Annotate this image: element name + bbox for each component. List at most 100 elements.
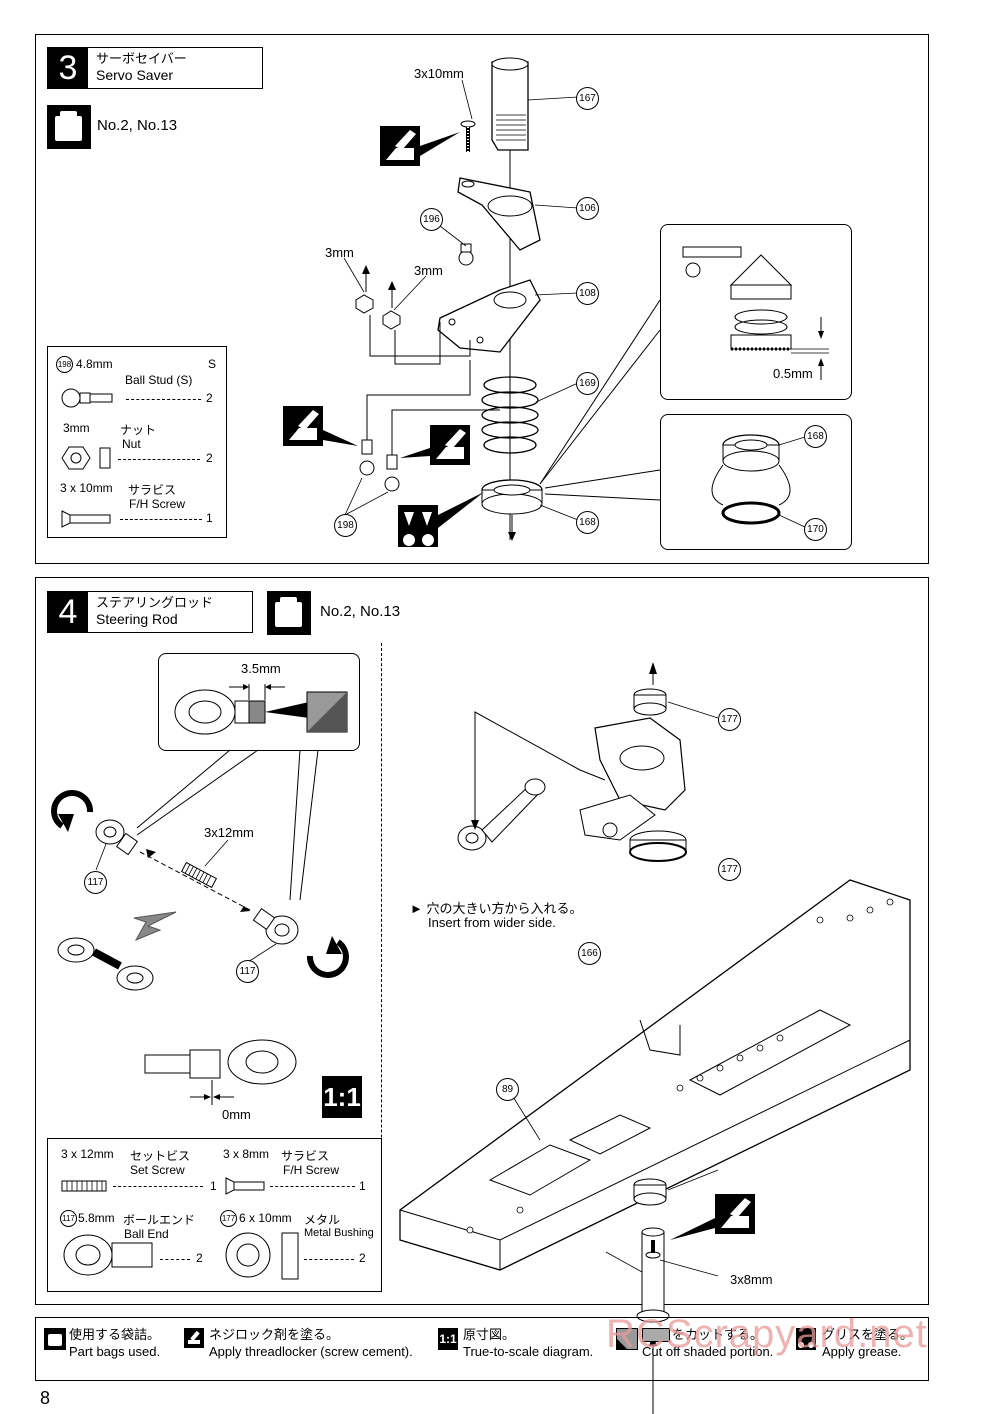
part-name-fh8-jp: サラビス <box>281 1149 330 1163</box>
part-name-setscrew-jp: セットビス <box>130 1149 191 1163</box>
legend-item-threadlocker: ネジロック剤を塗る。 Apply threadlocker (screw cem… <box>209 1327 413 1359</box>
part-name-ballstud: Ball Stud (S) <box>125 373 193 387</box>
detail-box-nut: 168 170 <box>660 414 852 550</box>
step4-number: 4 <box>48 592 88 632</box>
cut-shaded-swatch <box>642 1328 670 1342</box>
ballend-drawing <box>63 1234 153 1276</box>
part-name-ballend: Ball End <box>124 1227 169 1241</box>
label-nut-3mm-b: 3mm <box>414 263 443 278</box>
callout-89: 89 <box>496 1078 519 1101</box>
step4-divider <box>381 643 382 1288</box>
part-name-fh8: F/H Screw <box>283 1163 340 1177</box>
label-screw-3x10: 3x10mm <box>414 66 464 81</box>
part-name-nut-jp: ナット <box>120 423 157 437</box>
step4-parts-list: 3 x 12mm セットビス Set Screw 1 3 x 8mm サラビス … <box>47 1138 382 1292</box>
part-name-setscrew: Set Screw <box>130 1163 185 1177</box>
part-qty-fh: 1 <box>206 511 213 525</box>
part-qty-ballend: 2 <box>196 1251 203 1265</box>
detail-assembly-drawing <box>682 246 829 380</box>
callout-167: 167 <box>576 87 599 110</box>
detail-box-cut: 3.5mm <box>158 653 360 751</box>
label-gap-0.5mm: 0.5mm <box>773 366 813 381</box>
part-size-bushing: 6 x 10mm <box>239 1211 292 1225</box>
bushing-drawing <box>225 1232 299 1280</box>
fh-screw-drawing <box>61 510 111 528</box>
threadlocker-icon <box>283 406 358 446</box>
part-number-198: 198 <box>56 356 73 373</box>
page-number: 8 <box>40 1388 51 1408</box>
label-nut-3mm-a: 3mm <box>325 245 354 260</box>
step3-parts-list: 198 4.8mm S Ball Stud (S) 2 3mm ナット Nut … <box>47 346 227 538</box>
part-name-bushing-jp: メタル <box>304 1213 341 1227</box>
callout-106: 106 <box>576 197 599 220</box>
legend-bar: 使用する袋詰。 Part bags used. ネジロック剤を塗る。 Apply… <box>35 1317 929 1381</box>
legend-item-scale: 原寸図。 True-to-scale diagram. <box>463 1327 594 1359</box>
step3-number: 3 <box>48 48 88 88</box>
part-tag-s: S <box>208 357 217 371</box>
part-size-nut: 3mm <box>63 421 90 435</box>
callout-166: 166 <box>578 942 601 965</box>
step3-title-en: Servo Saver <box>96 67 174 83</box>
bag-icon <box>267 591 311 635</box>
part-size-fh: 3 x 10mm <box>60 481 113 495</box>
ballstud-drawing <box>61 388 113 408</box>
step3-bags: No.2, No.13 <box>97 117 178 134</box>
callout-168: 168 <box>576 511 599 534</box>
part-qty-nut: 2 <box>206 451 213 465</box>
grease-icon <box>796 1328 816 1350</box>
threadlocker-icon <box>400 425 470 465</box>
legend-item-cut: をカットする。 Cut off shaded portion. <box>642 1327 774 1359</box>
part-size-198: 4.8mm <box>76 357 113 371</box>
part-name-ballend-jp: ボールエンド <box>123 1213 196 1227</box>
callout-198: 198 <box>334 514 357 537</box>
insert-note-jp: ► 穴の大きい方から入れる。 <box>410 901 583 916</box>
part-qty-fh8: 1 <box>359 1179 366 1193</box>
legend-item-bags: 使用する袋詰。 Part bags used. <box>69 1327 161 1359</box>
label-screw-3x8: 3x8mm <box>730 1272 773 1287</box>
step3-title-jp: サーボセイバー <box>96 51 187 66</box>
callout-117-a: 117 <box>84 871 107 894</box>
step3-exploded-diagram <box>283 57 661 547</box>
callout-117-b: 117 <box>236 960 259 983</box>
part-name-fh-jp: サラビス <box>128 483 177 497</box>
part-name-nut: Nut <box>122 437 141 451</box>
threadlocker-icon <box>670 1194 755 1240</box>
setscrew-drawing <box>61 1180 107 1192</box>
watermark: RCScrapyard.net <box>606 1312 928 1356</box>
part-qty-198: 2 <box>206 391 213 405</box>
callout-170: 170 <box>804 518 827 541</box>
part-size-ballend: 5.8mm <box>78 1211 115 1225</box>
grease-icon <box>398 492 484 547</box>
label-zero-mm: 0mm <box>222 1107 251 1122</box>
callout-196: 196 <box>420 208 443 231</box>
step4-bags: No.2, No.13 <box>320 603 401 620</box>
callout-169: 169 <box>576 372 599 395</box>
label-cut-3.5mm: 3.5mm <box>241 661 281 676</box>
step4-title: ステアリングロッド Steering Rod <box>96 594 213 628</box>
callout-177-top: 177 <box>718 708 741 731</box>
step3-header: 3 サーボセイバー Servo Saver <box>47 47 263 89</box>
threadlocker-icon <box>184 1328 204 1348</box>
callout-108: 108 <box>576 282 599 305</box>
part-number-117: 117 <box>60 1210 77 1227</box>
callout-177-bottom: 177 <box>718 858 741 881</box>
step4-chassis-diagram <box>399 662 911 1414</box>
step4-rod-diagram <box>51 749 349 1105</box>
step4-title-en: Steering Rod <box>96 611 178 627</box>
scale-icon: 1:1 <box>438 1328 458 1350</box>
threadlocker-icon <box>380 126 460 166</box>
insert-note-en: Insert from wider side. <box>428 915 556 930</box>
callout-168-detail: 168 <box>804 425 827 448</box>
detail-box-gap: 0.5mm <box>660 224 852 400</box>
fh8-screw-drawing <box>225 1177 265 1195</box>
bag-icon <box>44 1328 66 1350</box>
step4-header: 4 ステアリングロッド Steering Rod <box>47 591 253 633</box>
label-rod-3x12: 3x12mm <box>204 825 254 840</box>
step3-title: サーボセイバー Servo Saver <box>96 50 187 84</box>
part-name-fh: F/H Screw <box>129 497 186 511</box>
step4-title-jp: ステアリングロッド <box>96 595 214 610</box>
part-number-177: 177 <box>220 1210 237 1227</box>
legend-item-grease: グリスを塗る。 Apply grease. <box>822 1327 914 1359</box>
bag-icon <box>47 105 91 149</box>
part-name-bushing: Metal Bushing <box>304 1227 374 1239</box>
